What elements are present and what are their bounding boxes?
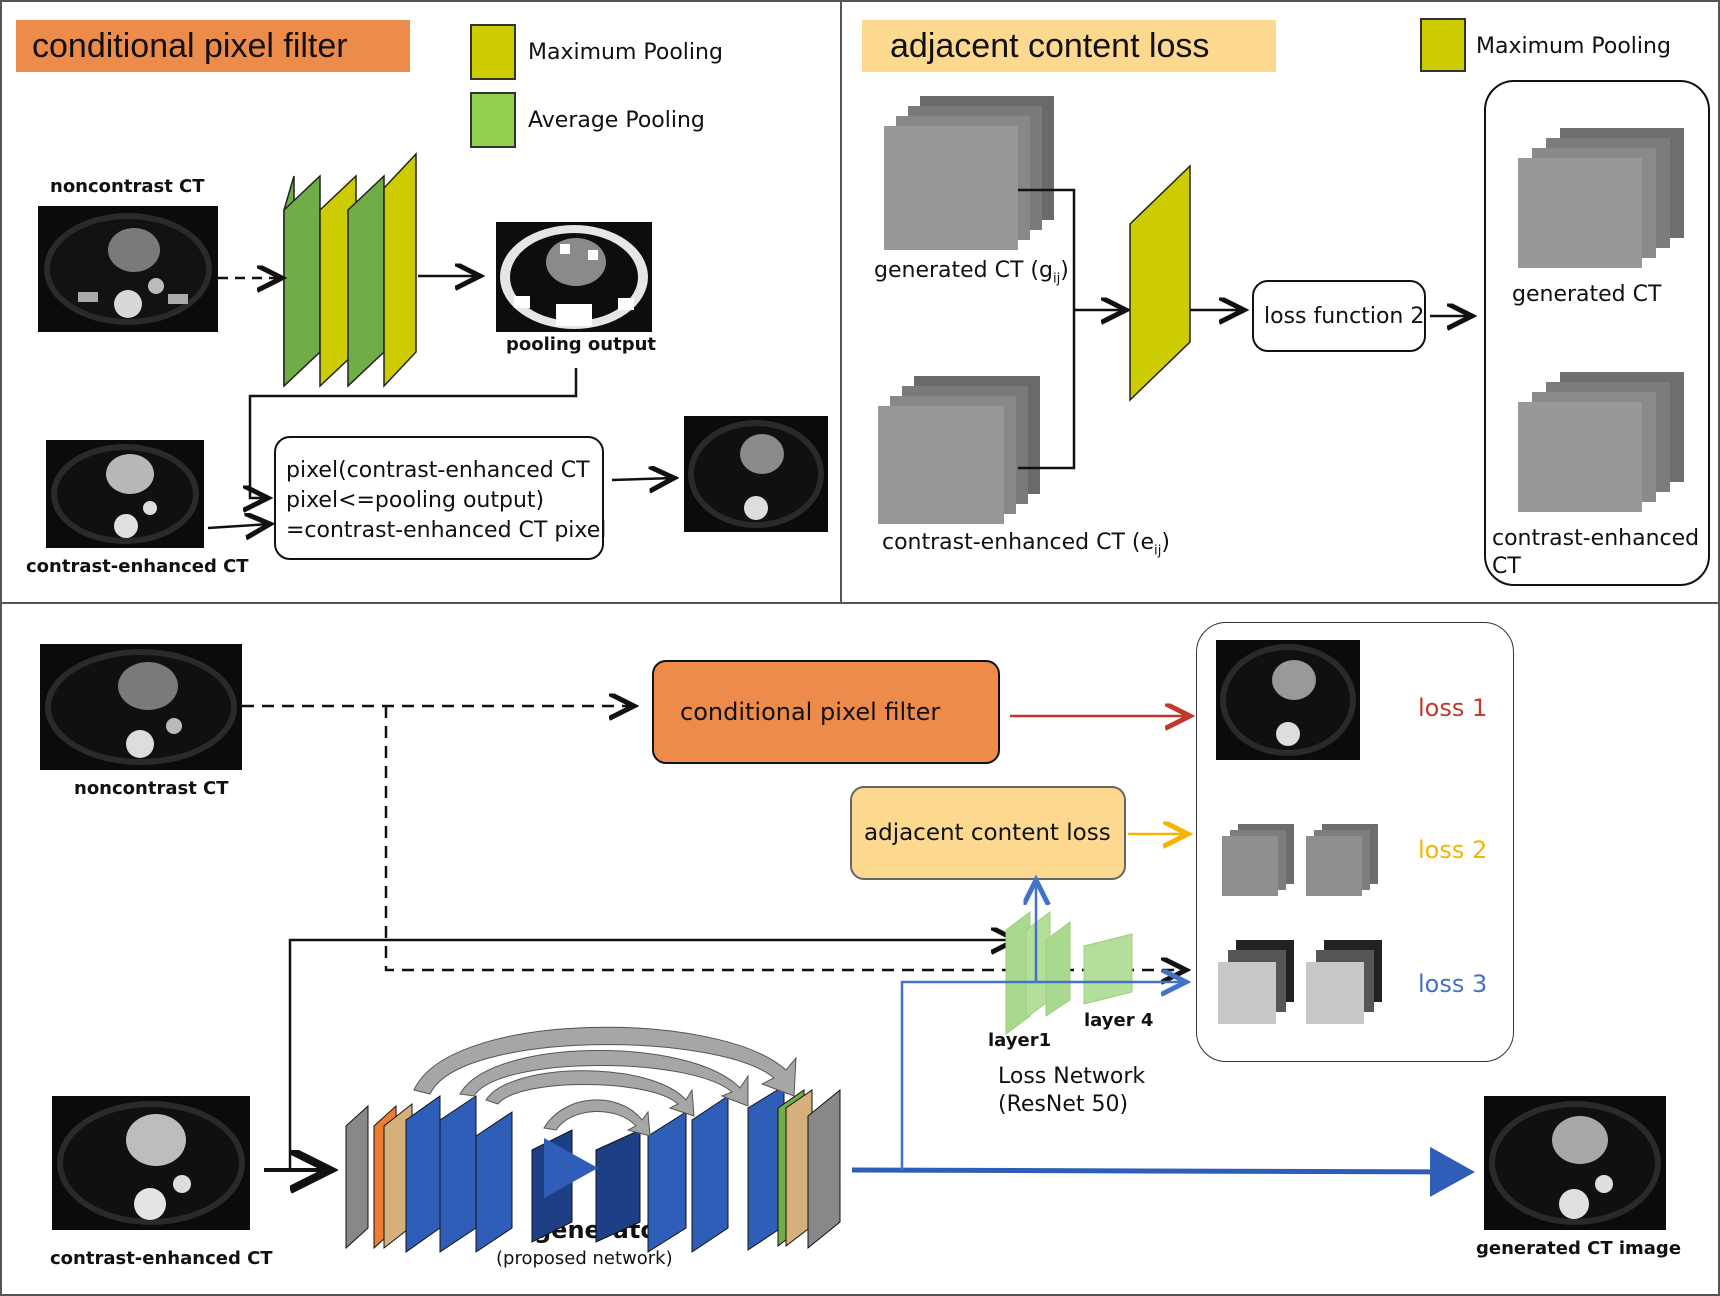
- gen-input-slice: [345, 1104, 369, 1250]
- panel-b-title: adjacent content loss: [862, 20, 1276, 72]
- output-generated-ct-label: generated CT: [1512, 282, 1662, 307]
- loss2-label: loss 2: [1418, 836, 1488, 864]
- contrast-ct-stack: [878, 376, 1040, 524]
- generator-to-loss3-blue: [900, 982, 1186, 1170]
- panel-a-title-text: conditional pixel filter: [32, 26, 348, 65]
- layer1-label: layer1: [988, 1030, 1052, 1051]
- noncontrast-ct-image: [38, 206, 218, 332]
- max-pooling-layer-2: [383, 152, 417, 388]
- gen-dec-block-2: [691, 1095, 729, 1253]
- pooling-output-image: [496, 222, 652, 332]
- contrast-to-pool-line: [1018, 310, 1076, 470]
- loss3-label: loss 3: [1418, 970, 1488, 998]
- noncontrast-to-loss3-dashed: [384, 706, 1186, 970]
- filtered-ct-image: [684, 416, 828, 532]
- noncontrast-ct-image-c: [40, 644, 242, 770]
- generator-sublabel: (proposed network): [496, 1248, 673, 1269]
- output-contrast-label-line1: contrast-enhanced: [1492, 526, 1700, 551]
- loss-network-layer4: [1083, 933, 1133, 1005]
- contrast-ct-label-a: contrast-enhanced CT: [26, 556, 249, 577]
- pooling-output-to-rule-arrow: [250, 368, 578, 498]
- max-pooling-swatch: [470, 24, 516, 80]
- contrast-ct-image-c: [52, 1096, 250, 1230]
- conditional-pixel-filter-box: conditional pixel filter: [652, 660, 1000, 764]
- output-contrast-label-line2: CT: [1492, 554, 1521, 579]
- skip-arrow-innermost: [543, 1099, 651, 1137]
- pixel-rule-line1: pixel(contrast-enhanced CT: [286, 458, 590, 483]
- contrast-to-rule-arrow: [207, 524, 270, 528]
- rule-to-filtered-arrow: [611, 478, 674, 480]
- skip-connection-arrows: [413, 1026, 797, 1137]
- generated-ct-gij-label: generated CT (gij): [874, 258, 1069, 287]
- loss-network-layer1: [1005, 911, 1031, 1035]
- contrast-to-loss-network-arrow: [288, 940, 1016, 1170]
- gen-dec-block-1: [647, 1111, 687, 1253]
- avg-pooling-layer-2: [347, 174, 385, 388]
- noncontrast-ct-label-c: noncontrast CT: [74, 778, 229, 799]
- pixel-rule-box: pixel(contrast-enhanced CT pixel<=poolin…: [274, 436, 607, 560]
- layer4-label: layer 4: [1084, 1010, 1154, 1031]
- loss-network-label-line1: Loss Network: [998, 1064, 1146, 1089]
- loss2-feature-stacks: [1222, 824, 1378, 896]
- skip-arrow-outer: [413, 1026, 797, 1097]
- adjacent-content-loss-box: adjacent content loss: [850, 786, 1126, 880]
- panel-a-title: conditional pixel filter: [16, 20, 410, 72]
- generator-to-output-arrow: [851, 1146, 1475, 1197]
- max-pooling-legend-label: Maximum Pooling: [528, 40, 723, 65]
- gen-output-slice: [807, 1088, 841, 1250]
- loss-network-layer3: [1045, 921, 1071, 1017]
- loss-network-blocks: [1005, 911, 1133, 1035]
- contrast-ct-label-c: contrast-enhanced CT: [50, 1248, 273, 1269]
- noncontrast-ct-label: noncontrast CT: [50, 176, 205, 197]
- gen-bottleneck-2: [595, 1129, 641, 1243]
- loss1-label: loss 1: [1418, 694, 1488, 722]
- gen-enc-block-1: [405, 1095, 441, 1253]
- gen-bottleneck-1: [531, 1129, 573, 1243]
- panel-c-frame: [0, 602, 1720, 1296]
- pixel-rule-line2: pixel<=pooling output): [286, 488, 545, 513]
- conditional-pixel-filter-label: conditional pixel filter: [680, 698, 941, 726]
- skip-arrow-middle: [459, 1049, 749, 1107]
- loss1-ct-image: [1216, 640, 1360, 760]
- avg-pooling-legend-label: Average Pooling: [528, 108, 705, 133]
- panel-b-title-text: adjacent content loss: [890, 26, 1210, 65]
- gen-enc-block-3: [475, 1111, 513, 1253]
- loss-function-2-label: loss function 2: [1264, 304, 1425, 329]
- output-generated-stack: [1518, 128, 1684, 268]
- max-pooling-swatch-b: [1420, 18, 1466, 72]
- skip-arrow-inner: [485, 1070, 695, 1117]
- generator-network: [345, 1085, 841, 1253]
- panel-b-max-pooling-layer: [1129, 164, 1191, 402]
- contrast-ct-image-a: [46, 440, 204, 548]
- generated-ct-stack: [884, 96, 1054, 250]
- pooling-layer-stack: [283, 152, 417, 388]
- avg-pooling-swatch: [470, 92, 516, 148]
- generated-ct-output-image: [1484, 1096, 1666, 1230]
- avg-pooling-layer-1-face: [283, 174, 321, 388]
- generated-ct-image-label: generated CT image: [1476, 1238, 1682, 1259]
- adjacent-content-loss-label: adjacent content loss: [864, 820, 1111, 846]
- generated-to-pool-line: [1018, 188, 1076, 310]
- loss-network-label-line2: (ResNet 50): [998, 1092, 1129, 1117]
- loss-function-2-box: loss function 2: [1252, 280, 1426, 352]
- pixel-rule-line3: =contrast-enhanced CT pixel: [286, 518, 607, 543]
- loss3-feature-stacks: [1218, 940, 1382, 1024]
- gen-enc-block-2: [439, 1095, 477, 1253]
- contrast-ct-eij-label: contrast-enhanced CT (eij): [882, 530, 1170, 559]
- output-contrast-stack: [1518, 372, 1684, 512]
- pooling-output-label: pooling output: [506, 334, 657, 355]
- max-pooling-legend-label-b: Maximum Pooling: [1476, 34, 1671, 59]
